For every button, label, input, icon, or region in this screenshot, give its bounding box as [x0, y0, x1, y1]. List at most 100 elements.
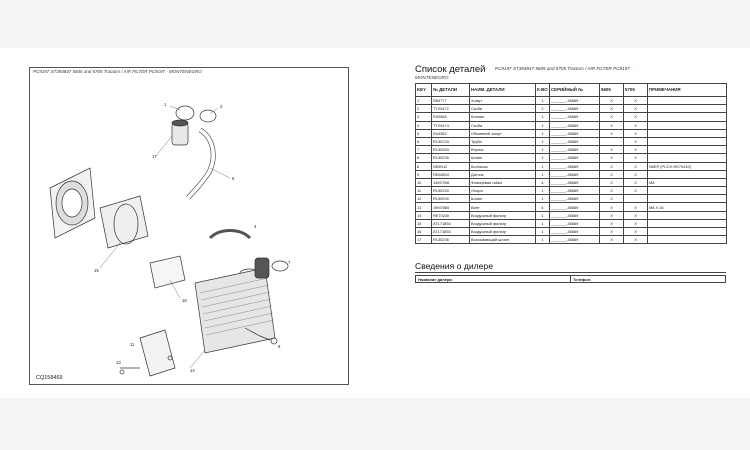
table-cell-name: Воздушный фильтр	[469, 226, 536, 237]
callout-label: 4	[254, 224, 257, 229]
table-cell-qty: 1	[535, 112, 550, 122]
table-cell-name: Скоба	[469, 120, 536, 130]
table-cell-b: X	[623, 235, 648, 245]
table-cell-qty: 1	[535, 161, 550, 171]
callout-label: 13	[116, 360, 121, 365]
clamp-part	[271, 260, 289, 272]
table-cell-name: Хомут	[469, 95, 536, 106]
divider	[415, 272, 726, 273]
table-cell-qty: 1	[535, 136, 550, 147]
table-cell-qty: 1	[535, 145, 550, 155]
table-cell-name: Фланцевая гайка	[469, 177, 536, 188]
table-cell-key: 5	[415, 128, 432, 138]
table-cell-a: X	[599, 145, 624, 155]
table-cell-serial: _______-36689	[549, 120, 600, 130]
table-cell-serial: _______-36689	[549, 145, 600, 155]
parts-subtitle: PC9197 ST394847 5605 and 5705 Tractors /…	[495, 66, 633, 71]
table-cell-a: X	[599, 177, 624, 188]
callout-label: 9	[278, 344, 281, 349]
table-cell-b: X	[623, 95, 648, 106]
table-cell-a: X	[599, 194, 624, 204]
column-header: ПРИМЕЧАНИЯ	[647, 83, 727, 97]
callout-label: 7	[288, 260, 291, 265]
table-cell-b: X	[623, 210, 648, 220]
table-cell-part: R130235	[431, 153, 470, 163]
column-header: НАИМ. ДЕТАЛИ	[469, 83, 536, 97]
table-cell-qty: 2	[535, 104, 550, 114]
table-cell-serial: _______-36689	[549, 202, 600, 212]
table-cell-serial: _______-36689	[549, 95, 600, 106]
table-cell-note: M8	[647, 177, 727, 188]
table-cell-name: Клапан	[469, 112, 536, 122]
table-cell-a: X	[599, 235, 624, 245]
table-cell-serial: _______-36689	[549, 194, 600, 204]
band-part	[208, 229, 252, 240]
table-cell-name: Датчик	[469, 169, 536, 179]
table-cell-b: X	[623, 169, 648, 179]
table-cell-qty: 1	[535, 120, 550, 130]
table-cell-b: X	[623, 153, 648, 163]
table-cell-name: Опора	[469, 186, 536, 196]
table-cell-b: X	[623, 226, 648, 237]
table-cell-b: X	[623, 161, 648, 171]
air-cleaner-body	[194, 267, 276, 354]
table-cell-qty: 4	[535, 177, 550, 188]
table-cell-note	[647, 112, 727, 122]
table-cell-a: X	[599, 95, 624, 106]
table-cell-b: X	[623, 177, 648, 188]
table-cell-note	[647, 104, 727, 114]
table-cell-qty: 1	[535, 95, 550, 106]
table-cell-name: Шланг	[469, 194, 536, 204]
table-cell-name: Скоба	[469, 104, 536, 114]
table-cell-serial: _______-36689	[549, 104, 600, 114]
column-header: KEY	[415, 83, 432, 97]
table-cell-a: X	[599, 218, 624, 229]
table-cell-name: Обжимной хомут	[469, 128, 536, 138]
table-cell-note: N5EP (РССН RE70240)	[647, 161, 727, 171]
table-cell-part: RE70240	[431, 210, 470, 220]
table-cell-note	[647, 194, 727, 204]
table-cell-b: X	[623, 218, 648, 229]
callout-label: 14	[190, 368, 195, 373]
table-cell-note	[647, 226, 727, 237]
table-cell-a: X	[599, 153, 624, 163]
table-cell-part: R130236	[431, 235, 470, 245]
table-cell-note	[647, 136, 727, 147]
callout-label: 17	[152, 154, 157, 159]
exploded-parts-drawing: 1 2 17 6 15 16 14 11 13 9 7 4	[49, 102, 291, 377]
table-cell-a: X	[599, 161, 624, 171]
table-cell-key: 16	[415, 226, 432, 237]
clamp-part	[199, 109, 217, 123]
table-cell-part: R130233	[431, 186, 470, 196]
table-cell-serial: _______-36689	[549, 161, 600, 171]
dealer-phone-label: Телефон:	[570, 275, 726, 283]
table-cell-note	[647, 153, 727, 163]
table-cell-note	[647, 145, 727, 155]
table-cell-name: Воздушный фильтр	[469, 218, 536, 229]
table-cell-b: X	[623, 186, 648, 196]
dealer-heading: Сведения о дилере	[415, 261, 493, 271]
table-cell-b: X	[623, 112, 648, 122]
document-sheet: PC9197 ST394847 5605 and 5705 Tractors /…	[0, 48, 750, 398]
table-cell-a: X	[599, 128, 624, 138]
table-cell-a: X	[599, 120, 624, 130]
column-header: 5705	[623, 83, 648, 97]
table-cell-key: 3	[415, 112, 432, 122]
table-cell-key: 11	[415, 186, 432, 196]
table-cell-note: M8 X 16	[647, 202, 727, 212]
table-cell-key: 10	[415, 177, 432, 188]
column-header: № ДЕТАЛИ	[431, 83, 470, 97]
callout-label: 15	[94, 268, 99, 273]
table-header-row: KEY № ДЕТАЛИ НАИМ. ДЕТАЛИ К-ВО СЕРИЙНЫЙ …	[415, 83, 727, 97]
table-cell-name: Воздушный фильтр	[469, 210, 536, 220]
table-cell-part: AT171853	[431, 226, 470, 237]
table-cell-key: 7	[415, 145, 432, 155]
table-cell-part: R130234	[431, 136, 470, 147]
table-cell-part: TY20472	[431, 104, 470, 114]
